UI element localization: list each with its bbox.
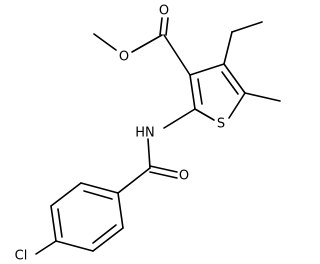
bond-b3-b4-inner (57, 208, 63, 238)
bond-methyl-to-oxygen (93, 33, 117, 51)
bond-ethyl-ch2-to-ch3 (231, 21, 263, 33)
chloro-group (35, 240, 57, 255)
bond-s-c2 (194, 108, 215, 121)
bond-c2-c3 (189, 74, 196, 110)
bond-carbonyl-double-a (159, 17, 163, 36)
bond-b1-b2 (80, 182, 119, 194)
bond-ring-to-methyl (244, 92, 281, 102)
bond-amide-carbonyl-b (149, 171, 178, 179)
bond-c2-c3-inner (197, 78, 203, 105)
atom-label-ester-oxygen: O (119, 50, 129, 65)
bond-b6-b1 (117, 192, 124, 229)
bond-c2-to-nitrogen (163, 108, 196, 129)
bond-b2-b3 (50, 182, 82, 207)
amide-group (117, 108, 196, 194)
bond-amide-carbonyl-a (149, 165, 178, 173)
bond-b4-b5 (55, 240, 94, 252)
chemical-structure-diagram: O O S HN O Cl (15, 4, 281, 264)
bond-ring-to-chlorine (35, 240, 57, 255)
thiophene-ring (189, 63, 246, 121)
bond-b1-b2-inner (83, 190, 113, 200)
atom-label-chlorine: Cl (15, 249, 28, 264)
bond-c4-c5 (223, 63, 246, 94)
bond-b3-b4 (50, 205, 57, 242)
atom-label-amide-nitrogen: HN (135, 126, 155, 141)
benzene-ring (50, 182, 124, 252)
ethyl-group (223, 21, 263, 65)
bond-b5-b6 (92, 227, 124, 252)
bond-c5-s (228, 92, 246, 119)
bond-c4-c5-inner (221, 71, 239, 95)
methyl-ester-group (93, 17, 191, 76)
atom-label-thiophene-sulfur: S (217, 117, 225, 132)
bond-oxygen-to-carbonyl-carbon (131, 34, 163, 53)
bond-amide-carbon-to-ring (117, 167, 151, 194)
bond-b5-b6-inner (92, 224, 117, 244)
bond-carbonyl-double-b (165, 17, 169, 36)
bond-carbonyl-carbon-to-ring (163, 34, 191, 76)
atom-label-ester-carbonyl-oxygen: O (159, 4, 169, 19)
bond-nitrogen-to-amide-carbon (147, 138, 151, 169)
atom-label-amide-oxygen: O (179, 169, 189, 184)
bond-c3-c4 (189, 63, 225, 76)
bond-ring-to-ethyl-ch2 (223, 31, 233, 65)
ring-methyl-group (244, 92, 281, 102)
